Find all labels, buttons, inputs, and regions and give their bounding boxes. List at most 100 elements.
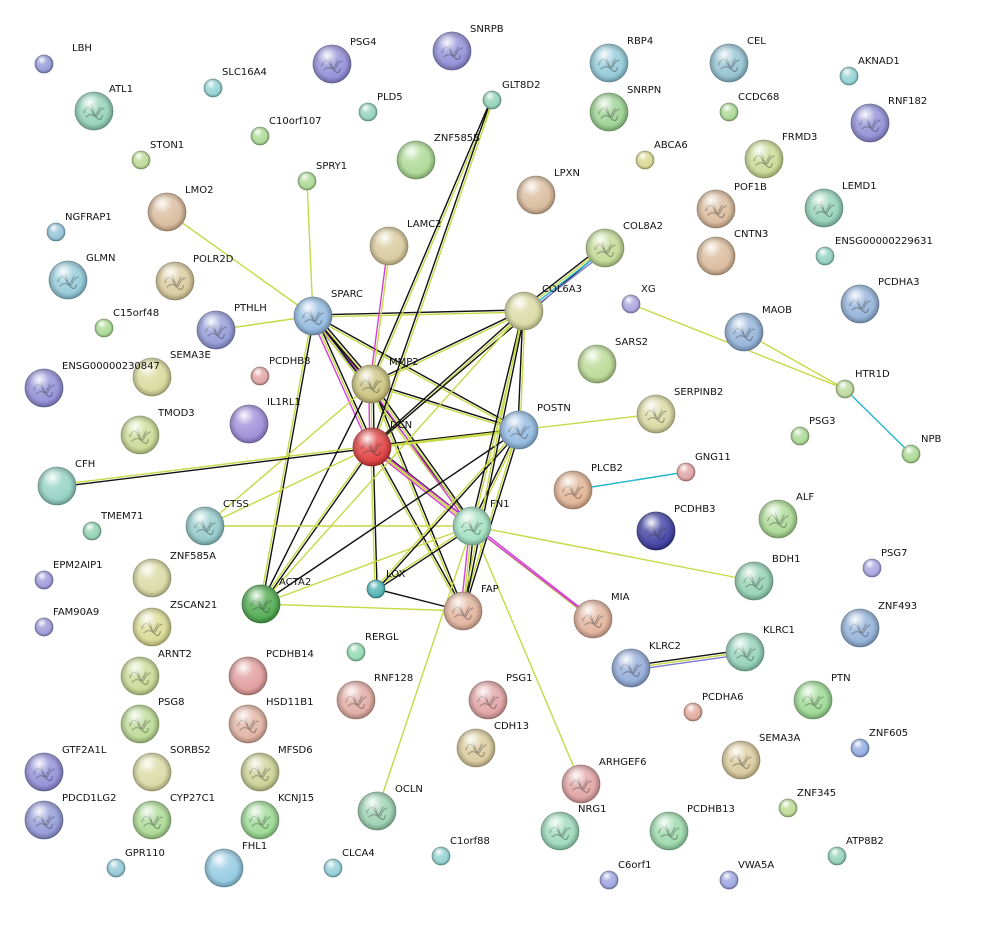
node-lmo2[interactable]: LMO2 <box>147 185 213 232</box>
node-gpr110[interactable]: GPR110 <box>106 848 165 878</box>
node-pcdhb3[interactable]: PCDHB3 <box>636 504 715 551</box>
node-alf[interactable]: ALF <box>758 492 814 539</box>
node-glt8d2[interactable]: GLT8D2 <box>482 80 540 110</box>
node-znf585b[interactable]: ZNF585B <box>396 133 480 180</box>
node-pcdha3[interactable]: PCDHA3 <box>840 277 919 324</box>
node-cfh[interactable]: CFH <box>37 459 95 506</box>
node-rergl[interactable]: RERGL <box>346 632 399 662</box>
node-pcdhb8[interactable]: PCDHB8 <box>250 356 310 386</box>
node-col6a3[interactable]: COL6A3 <box>504 284 582 331</box>
node-lox[interactable]: LOX <box>366 569 405 599</box>
node-znf493[interactable]: ZNF493 <box>840 601 917 648</box>
node-ngfrap1[interactable]: NGFRAP1 <box>46 212 112 242</box>
node-polr2d[interactable]: POLR2D <box>155 254 234 301</box>
node-il1rl1[interactable]: IL1RL1 <box>229 397 301 444</box>
node-fn1[interactable]: FN1 <box>452 499 510 546</box>
node-pld5[interactable]: PLD5 <box>358 92 403 122</box>
node-npb[interactable]: NPB <box>901 434 942 464</box>
node-ensg00000230847[interactable]: ENSG00000230847 <box>24 361 160 408</box>
node-rnf182[interactable]: RNF182 <box>850 96 927 143</box>
node-sema3a[interactable]: SEMA3A <box>721 733 800 780</box>
node-fhl1[interactable]: FHL1 <box>204 841 267 888</box>
node-pcdhb13[interactable]: PCDHB13 <box>649 804 735 851</box>
node-psg1[interactable]: PSG1 <box>468 673 533 720</box>
node-sars2[interactable]: SARS2 <box>577 337 648 384</box>
node-pof1b[interactable]: POF1B <box>696 182 767 229</box>
node-tmem71[interactable]: TMEM71 <box>82 511 143 541</box>
node-arhgef6[interactable]: ARHGEF6 <box>561 757 647 804</box>
node-znf345[interactable]: ZNF345 <box>778 788 836 818</box>
node-zscan21[interactable]: ZSCAN21 <box>132 600 217 647</box>
node-plcb2[interactable]: PLCB2 <box>553 463 623 510</box>
node-sparc[interactable]: SPARC <box>293 289 363 336</box>
node-arnt2[interactable]: ARNT2 <box>120 649 192 696</box>
node-gng11[interactable]: GNG11 <box>676 452 731 482</box>
node-psg4[interactable]: PSG4 <box>312 37 377 84</box>
node-rnf128[interactable]: RNF128 <box>336 673 413 720</box>
node-c6orf1[interactable]: C6orf1 <box>599 860 651 890</box>
node-pdcd1lg2[interactable]: PDCD1LG2 <box>24 793 116 840</box>
node-kcnj15[interactable]: KCNJ15 <box>240 793 314 840</box>
node-clca4[interactable]: CLCA4 <box>323 848 375 878</box>
node-atp8b2[interactable]: ATP8B2 <box>827 836 884 866</box>
node-znf605[interactable]: ZNF605 <box>850 728 908 758</box>
node-hsd11b1[interactable]: HSD11B1 <box>228 697 314 744</box>
node-serpinb2[interactable]: SERPINB2 <box>636 387 723 434</box>
node-xg[interactable]: XG <box>621 284 656 314</box>
node-postn[interactable]: POSTN <box>499 403 571 450</box>
node-pcdha6[interactable]: PCDHA6 <box>683 692 743 722</box>
node-col8a2[interactable]: COL8A2 <box>585 221 663 268</box>
node-psg3[interactable]: PSG3 <box>790 416 836 446</box>
node-ocln[interactable]: OCLN <box>357 784 423 831</box>
node-htr1d[interactable]: HTR1D <box>835 369 890 399</box>
node-sema3e[interactable]: SEMA3E <box>132 350 211 397</box>
node-psg8[interactable]: PSG8 <box>120 697 185 744</box>
node-cdh13[interactable]: CDH13 <box>456 721 529 768</box>
node-gtf2a1l[interactable]: GTF2A1L <box>24 745 107 792</box>
node-epm2aip1[interactable]: EPM2AIP1 <box>34 560 103 590</box>
node-znf585a[interactable]: ZNF585A <box>132 551 216 598</box>
node-c10orf107[interactable]: C10orf107 <box>250 116 322 146</box>
node-ensg00000229631[interactable]: ENSG00000229631 <box>815 236 933 266</box>
node-nrg1[interactable]: NRG1 <box>540 804 607 851</box>
node-cntn3[interactable]: CNTN3 <box>696 229 768 276</box>
node-dcn[interactable]: DCN <box>352 420 412 467</box>
node-cyp27c1[interactable]: CYP27C1 <box>132 793 215 840</box>
node-aknad1[interactable]: AKNAD1 <box>839 56 900 86</box>
node-klrc2[interactable]: KLRC2 <box>611 641 681 688</box>
node-acta2[interactable]: ACTA2 <box>241 577 311 624</box>
node-fap[interactable]: FAP <box>443 584 499 631</box>
node-bdh1[interactable]: BDH1 <box>734 554 800 601</box>
node-lpxn[interactable]: LPXN <box>516 168 580 215</box>
node-lemd1[interactable]: LEMD1 <box>804 181 877 228</box>
node-tmod3[interactable]: TMOD3 <box>120 408 195 455</box>
node-mia[interactable]: MIA <box>573 592 630 639</box>
node-maob[interactable]: MAOB <box>724 305 792 352</box>
node-mmp2[interactable]: MMP2 <box>351 357 419 404</box>
node-psg7[interactable]: PSG7 <box>862 548 908 578</box>
node-c1orf88[interactable]: C1orf88 <box>431 836 490 866</box>
node-spry1[interactable]: SPRY1 <box>297 161 347 191</box>
node-snrpb[interactable]: SNRPB <box>432 24 504 71</box>
node-pthlh[interactable]: PTHLH <box>196 303 267 350</box>
node-pcdhb14[interactable]: PCDHB14 <box>228 649 314 696</box>
node-lamc2[interactable]: LAMC2 <box>369 219 442 266</box>
node-klrc1[interactable]: KLRC1 <box>725 625 795 672</box>
node-slc16a4[interactable]: SLC16A4 <box>203 67 267 98</box>
node-frmd3[interactable]: FRMD3 <box>744 132 817 179</box>
node-ston1[interactable]: STON1 <box>131 140 184 170</box>
node-ccdc68[interactable]: CCDC68 <box>719 92 779 122</box>
node-ctss[interactable]: CTSS <box>185 499 249 546</box>
node-atl1[interactable]: ATL1 <box>74 84 133 131</box>
node-glmn[interactable]: GLMN <box>48 253 115 300</box>
node-rbp4[interactable]: RBP4 <box>589 36 653 83</box>
node-lbh[interactable]: LBH <box>34 43 92 74</box>
node-c15orf48[interactable]: C15orf48 <box>94 308 159 338</box>
node-vwa5a[interactable]: VWA5A <box>719 860 774 890</box>
node-abca6[interactable]: ABCA6 <box>635 140 688 170</box>
node-sorbs2[interactable]: SORBS2 <box>132 745 211 792</box>
node-ptn[interactable]: PTN <box>793 673 851 720</box>
node-snrpn[interactable]: SNRPN <box>589 85 661 132</box>
node-cel[interactable]: CEL <box>709 36 766 83</box>
node-fam90a9[interactable]: FAM90A9 <box>34 607 99 637</box>
